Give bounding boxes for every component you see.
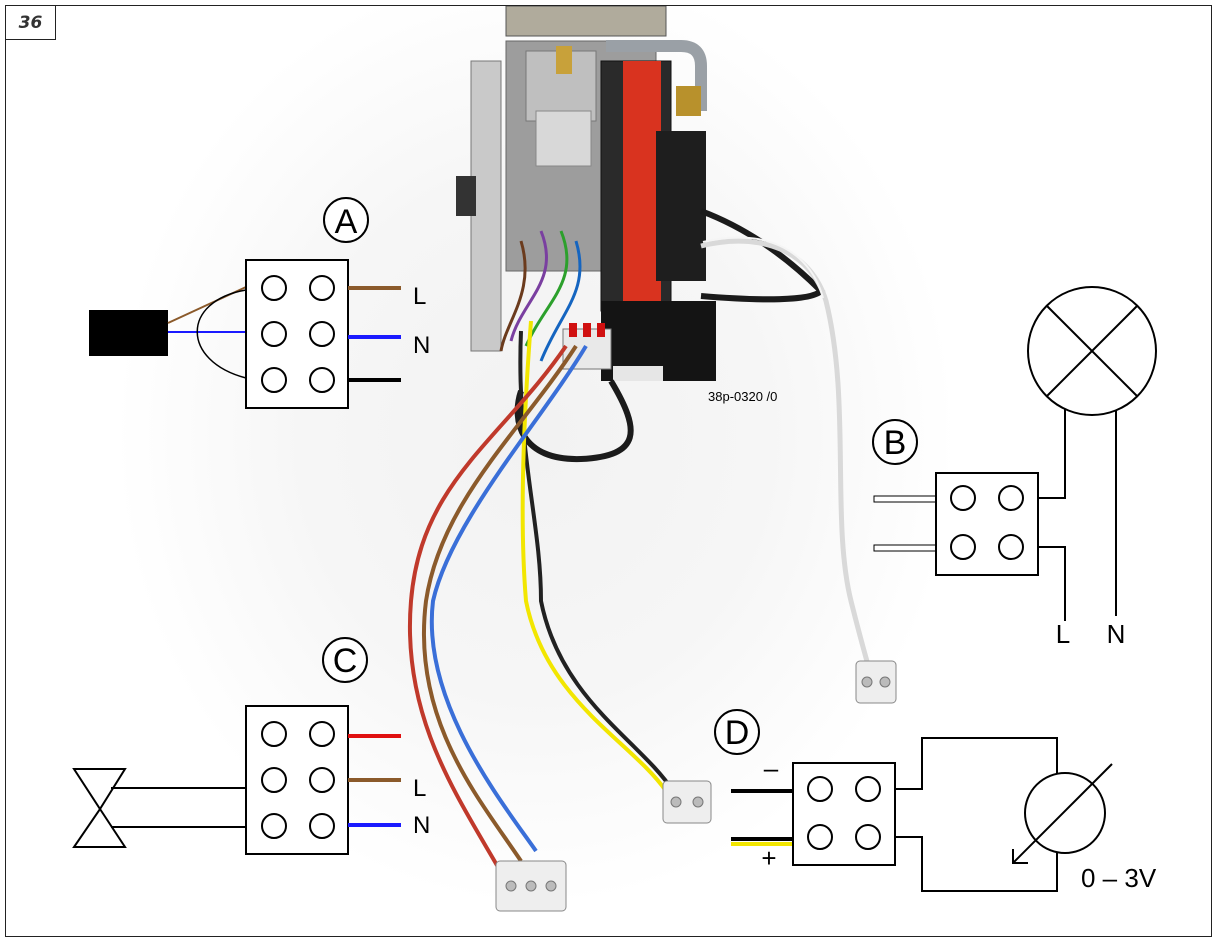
connector-c-letter: C [333,642,358,680]
wiring-diagram: 38p-0320 /0 [72,6,1157,912]
connector-c-label-n: N [413,812,430,839]
gas-control-unit [456,6,826,463]
connector-c: C L N [72,637,430,855]
connector-c-label-l: L [413,775,426,802]
connector-b-letter: B [884,424,907,462]
connector-a-label-l: L [413,283,426,310]
lamp-icon [1027,286,1157,416]
device-wiring [407,236,874,882]
terminal-block-b-photo [855,660,897,704]
connector-d: D – + 0 – 3V [714,709,1157,893]
diagram-frame: 36 [5,5,1212,937]
connector-a-badge [323,197,369,243]
page-number: 36 [6,6,56,40]
connector-d-voltage: 0 – 3V [1081,863,1157,893]
connector-b-label-l: L [1056,619,1070,649]
terminal-block-c-photo [495,860,567,912]
connector-d-minus: – [764,753,779,783]
voltmeter-icon [1012,763,1113,864]
connector-a-label-n: N [413,332,430,359]
terminal-block-d-photo [662,780,712,824]
connector-d-plus: + [761,843,776,873]
connector-c-badge [322,637,368,683]
connector-a-letter: A [335,203,358,241]
connector-d-badge [714,709,760,755]
connector-b: B L N [872,286,1157,649]
connector-b-badge [872,419,918,465]
connector-b-label-n: N [1107,619,1126,649]
connector-a: A L N [89,197,430,409]
gas-valve-icon [72,768,127,848]
transformer-box-icon [89,310,168,356]
photo-part-label: 38p-0320 /0 [708,389,777,404]
connector-d-letter: D [725,714,750,752]
